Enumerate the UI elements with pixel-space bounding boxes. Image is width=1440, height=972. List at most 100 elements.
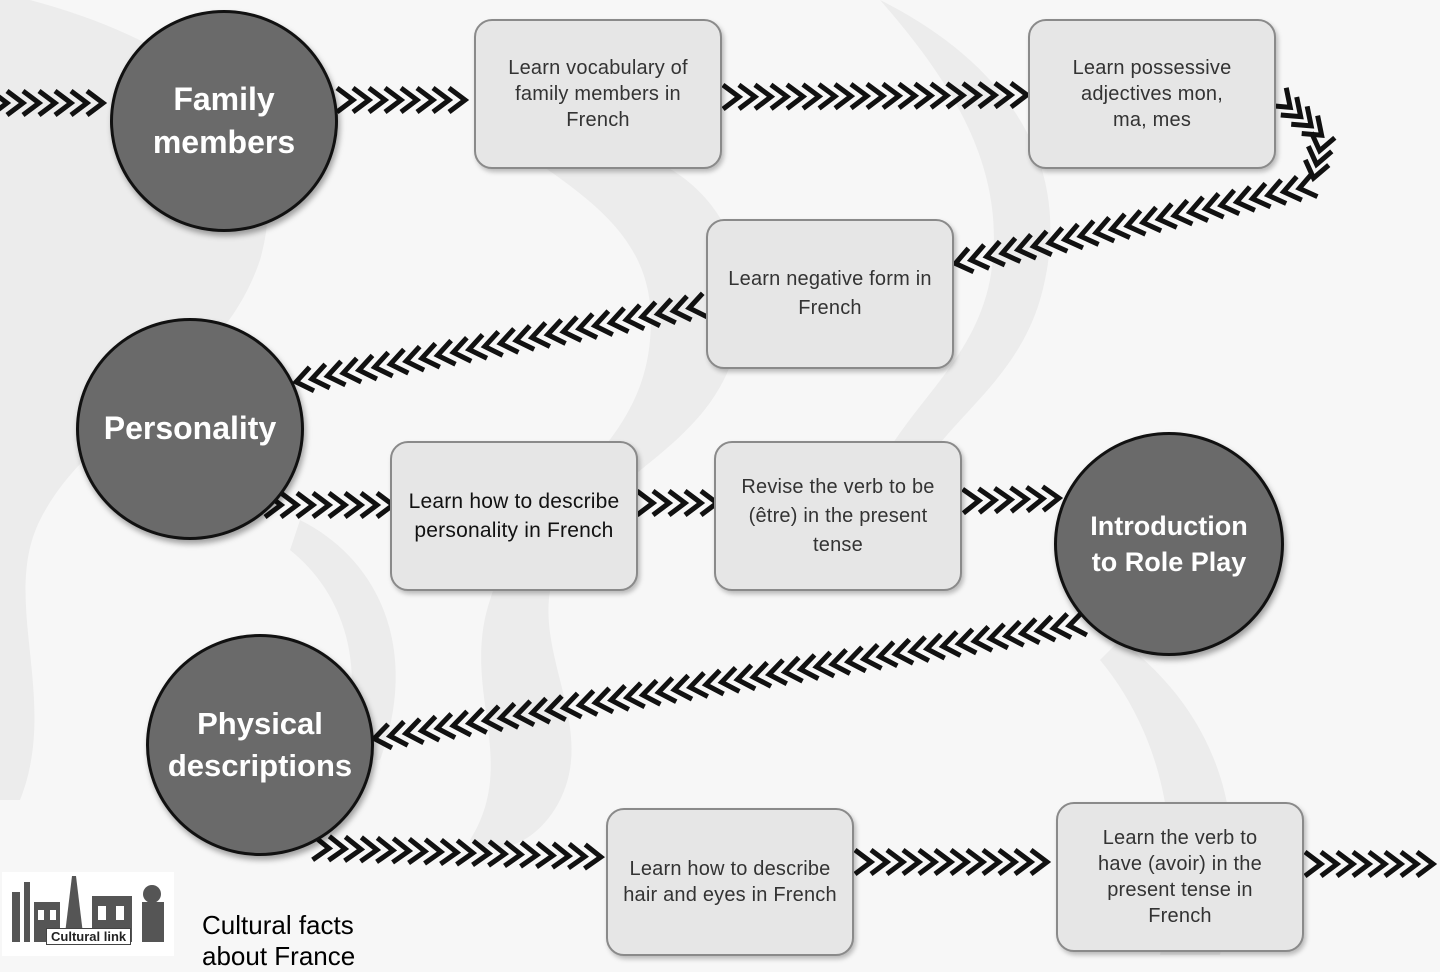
arrow-roleplay-physical-chevron bbox=[970, 625, 994, 653]
arrow-etre-roleplay-chevron bbox=[1009, 485, 1032, 514]
arrow-vocab-possessive-chevron bbox=[977, 81, 1000, 110]
arrow-possessive-negative-chevron bbox=[998, 236, 1022, 264]
arrow-possessive-negative-chevron bbox=[1091, 215, 1116, 244]
arrow-physical-hair-chevron bbox=[375, 835, 398, 864]
arrow-negative-personality-chevron bbox=[402, 344, 426, 373]
arrow-vocab-possessive-chevron bbox=[833, 82, 856, 111]
arrow-describe-etre-chevron bbox=[635, 489, 658, 517]
arrow-roleplay-physical-chevron bbox=[370, 722, 394, 751]
arrow-exit-chevron bbox=[1367, 850, 1390, 878]
topic-personality: Personality bbox=[76, 318, 304, 540]
arrow-physical-hair-chevron bbox=[583, 842, 606, 871]
arrow-negative-personality-chevron bbox=[449, 335, 473, 364]
arrow-describe-etre-chevron bbox=[683, 489, 706, 517]
arrow-vocab-possessive-chevron bbox=[993, 81, 1016, 110]
arrow-personality-describe-chevron bbox=[343, 491, 366, 519]
arrow-vocab-possessive-chevron bbox=[945, 81, 968, 110]
arrow-physical-hair-chevron bbox=[503, 840, 526, 869]
arrow-etre-roleplay-chevron bbox=[977, 486, 1000, 515]
step-hair-eyes: Learn how to describe hair and eyes in F… bbox=[606, 808, 854, 956]
arrow-physical-hair-chevron bbox=[535, 841, 558, 870]
arrow-negative-personality-chevron bbox=[464, 333, 489, 361]
arrow-roleplay-physical-chevron bbox=[559, 691, 583, 720]
arrow-negative-personality-chevron bbox=[323, 359, 347, 388]
arrow-family-vocab-chevron bbox=[431, 86, 454, 114]
arrow-personality-describe-chevron bbox=[311, 491, 334, 519]
step-negative-form: Learn negative form in French bbox=[706, 219, 954, 369]
arrow-family-vocab-chevron bbox=[367, 86, 390, 114]
arrow-roleplay-physical-chevron bbox=[385, 719, 409, 748]
arrow-etre-roleplay-chevron bbox=[993, 486, 1016, 515]
arrow-physical-hair-chevron bbox=[407, 836, 430, 865]
arrow-possessive-negative-chevron bbox=[1217, 188, 1241, 216]
step-vocab-family-text: Learn vocabulary of family members in Fr… bbox=[508, 57, 688, 131]
arrow-possessive-negative-chevron bbox=[1295, 171, 1319, 199]
arrow-possessive-negative-chevron bbox=[1107, 212, 1131, 240]
arrow-possessive-negative-chevron bbox=[1154, 202, 1178, 230]
topic-family-members-label: Family members bbox=[152, 80, 296, 160]
arrow-roleplay-physical-chevron bbox=[749, 660, 773, 689]
arrow-negative-personality-chevron bbox=[590, 309, 614, 337]
arrow-physical-hair-chevron bbox=[327, 834, 350, 863]
arrow-roleplay-physical-chevron bbox=[891, 637, 915, 666]
arrow-negative-personality-chevron bbox=[480, 330, 504, 358]
topic-role-play-label: Introduction to Role Play bbox=[1090, 510, 1248, 577]
arrow-roleplay-physical-chevron bbox=[780, 655, 804, 684]
arrow-family-vocab-chevron bbox=[415, 86, 438, 114]
arrow-roleplay-physical-chevron bbox=[575, 689, 599, 717]
arrow-roleplay-physical-chevron bbox=[512, 699, 536, 728]
arrow-roleplay-physical-chevron bbox=[670, 673, 694, 702]
arrow-etre-roleplay-chevron bbox=[961, 487, 984, 516]
arrow-roleplay-physical-chevron bbox=[1049, 612, 1073, 640]
arrow-bend-1-chevron bbox=[1301, 115, 1325, 138]
arrow-roleplay-physical-chevron bbox=[875, 640, 899, 669]
arrow-roleplay-physical-chevron bbox=[638, 678, 662, 707]
arrow-vocab-possessive-chevron bbox=[785, 82, 808, 111]
arrow-describe-etre-chevron bbox=[651, 489, 674, 517]
arrow-physical-hair-chevron bbox=[343, 834, 366, 863]
arrow-negative-personality-chevron bbox=[417, 341, 441, 370]
arrow-bend-2-chevron bbox=[1306, 145, 1334, 169]
arrow-vocab-possessive-chevron bbox=[721, 83, 744, 112]
arrow-possessive-negative-chevron bbox=[1138, 205, 1163, 234]
arrow-negative-personality-chevron bbox=[496, 327, 520, 355]
arrow-hair-avoir-chevron bbox=[853, 848, 876, 876]
step-possessive-adjectives-text: Learn possessive adjectives mon, ma, mes bbox=[1072, 57, 1232, 131]
arrow-exit-chevron bbox=[1399, 850, 1422, 878]
arrow-roleplay-physical-chevron bbox=[907, 635, 931, 663]
step-verb-avoir-text: Learn the verb to have (avoir) in the pr… bbox=[1098, 827, 1262, 927]
arrow-vocab-possessive-chevron bbox=[737, 82, 760, 111]
arrow-hair-avoir-chevron bbox=[1029, 848, 1052, 876]
arrow-family-vocab-chevron bbox=[351, 86, 374, 114]
arrow-vocab-possessive-chevron bbox=[881, 81, 904, 110]
arrow-vocab-possessive-chevron bbox=[849, 82, 872, 111]
arrow-negative-personality-chevron bbox=[433, 338, 457, 367]
arrow-exit-chevron bbox=[1319, 850, 1342, 878]
arrow-possessive-negative-chevron bbox=[1185, 195, 1210, 223]
arrow-exit-chevron bbox=[1383, 850, 1406, 878]
arrow-roleplay-physical-chevron bbox=[528, 696, 552, 725]
arrow-physical-hair-chevron bbox=[423, 837, 446, 866]
arrow-possessive-negative-chevron bbox=[1123, 209, 1147, 237]
arrow-negative-personality-chevron bbox=[527, 321, 551, 349]
arrow-roleplay-physical-chevron bbox=[954, 627, 978, 656]
arrow-vocab-possessive-chevron bbox=[801, 82, 824, 111]
arrow-negative-personality-chevron bbox=[653, 297, 677, 326]
arrow-vocab-possessive-chevron bbox=[1009, 81, 1032, 110]
arrow-physical-hair-chevron bbox=[359, 835, 382, 864]
arrow-physical-hair-chevron bbox=[567, 842, 590, 871]
arrow-vocab-possessive-chevron bbox=[865, 82, 888, 111]
arrow-roleplay-physical-chevron bbox=[938, 630, 962, 658]
arrow-negative-personality-chevron bbox=[291, 365, 316, 394]
step-verb-etre: Revise the verb to be (être) in the pres… bbox=[714, 441, 962, 591]
arrow-bend-1-chevron bbox=[1270, 87, 1294, 111]
arrow-personality-describe-chevron bbox=[279, 491, 302, 519]
arrow-etre-roleplay-chevron bbox=[1025, 485, 1048, 514]
arrow-possessive-negative-chevron bbox=[1263, 178, 1288, 206]
arrow-physical-hair-chevron bbox=[391, 836, 414, 865]
arrow-hair-avoir-chevron bbox=[869, 848, 892, 876]
arrow-negative-personality-chevron bbox=[354, 353, 379, 382]
arrow-hair-avoir-chevron bbox=[981, 848, 1004, 876]
arrow-roleplay-physical-chevron bbox=[859, 642, 883, 671]
arrow-negative-personality-chevron bbox=[386, 347, 410, 376]
